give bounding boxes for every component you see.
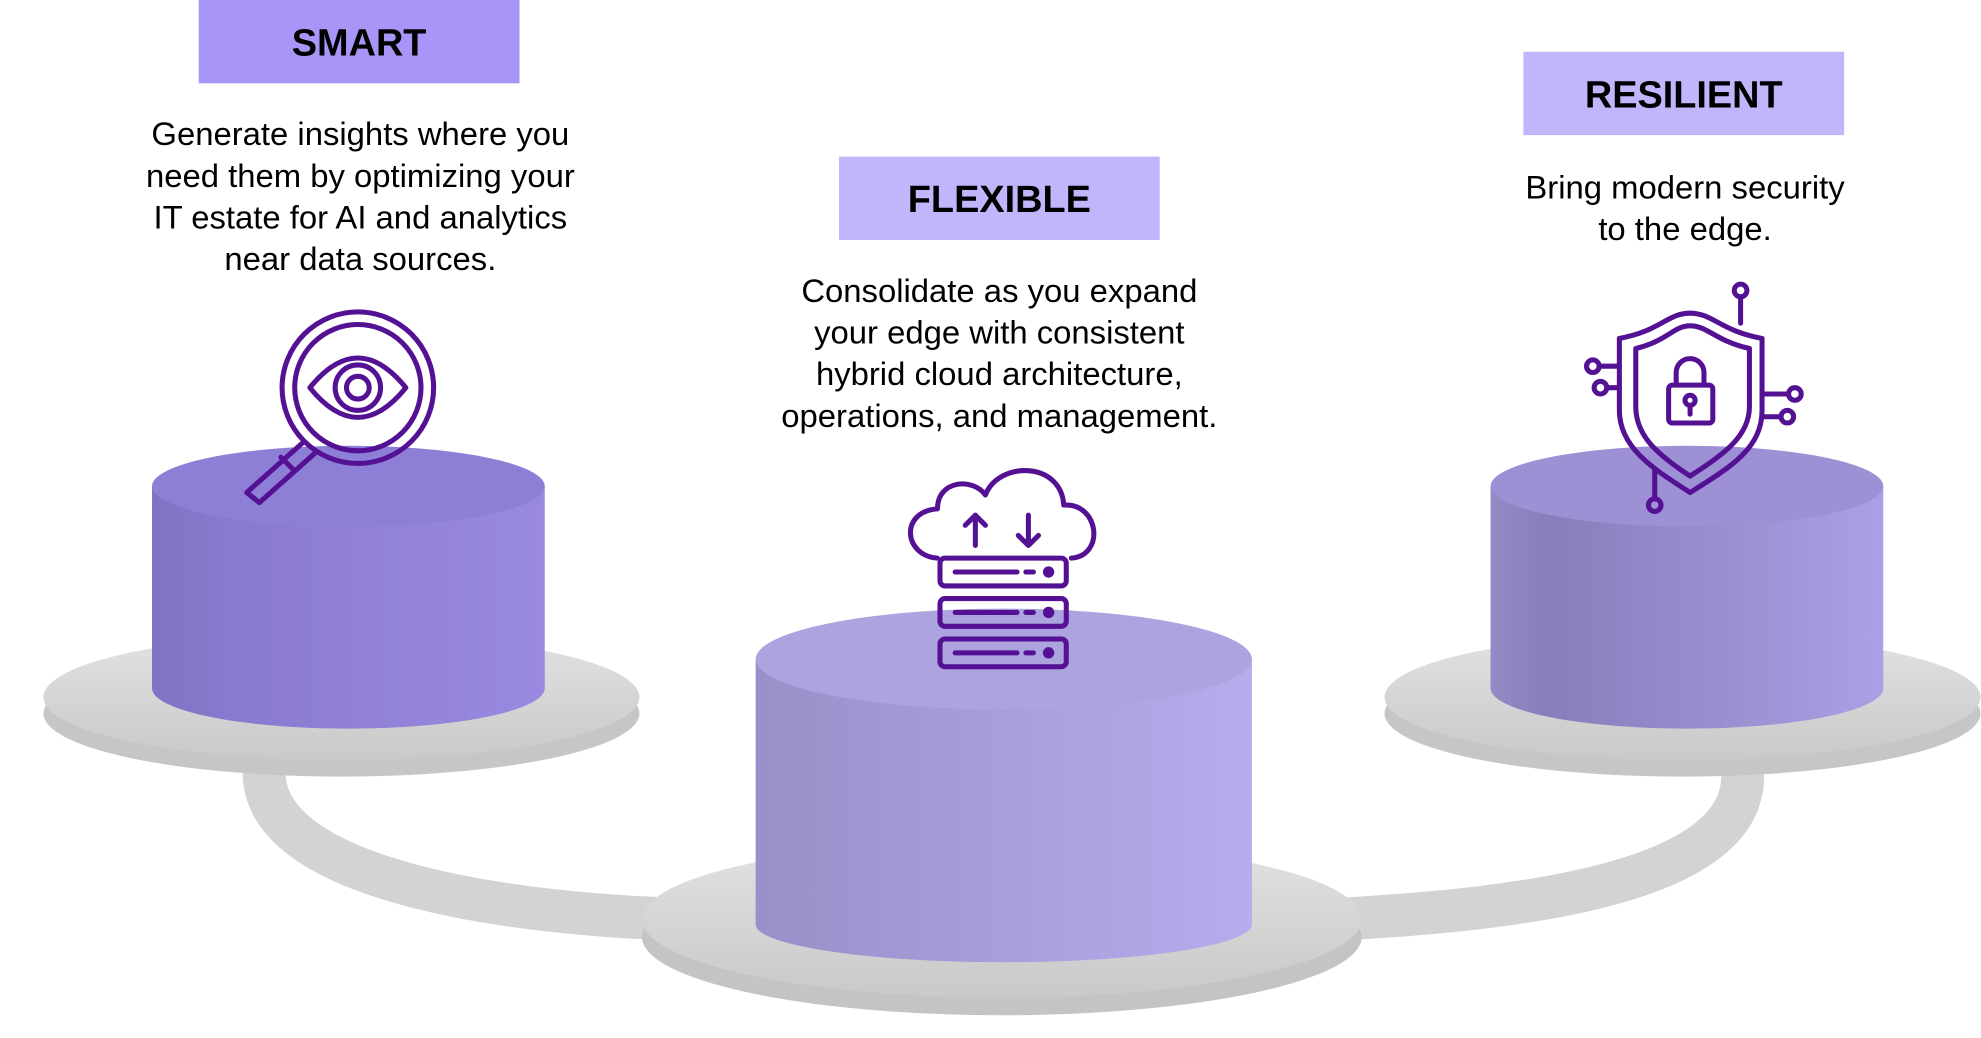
title-resilient: RESILIENT: [1585, 74, 1783, 116]
svg-text:need them by optimizing your: need them by optimizing your: [146, 157, 575, 194]
title-box-resilient: [1523, 51, 1845, 136]
svg-text:Generate insights where you: Generate insights where you: [151, 115, 569, 152]
svg-text:Bring modern security: Bring modern security: [1525, 168, 1845, 205]
svg-text:Consolidate as you expand: Consolidate as you expand: [801, 272, 1197, 309]
title-smart: SMART: [292, 23, 427, 65]
shield-lock-icon: [1584, 281, 1804, 514]
title-box-smart: [198, 0, 520, 84]
svg-text:operations, and management.: operations, and management.: [781, 397, 1217, 434]
svg-text:your edge with consistent: your edge with consistent: [814, 313, 1184, 350]
cloud-server-icon: [908, 468, 1097, 670]
platform-resilient: [1384, 445, 1981, 777]
platform-smart: [43, 445, 640, 777]
description-smart: Generate insights where you need them by…: [146, 115, 575, 277]
svg-text:to the edge.: to the edge.: [1598, 210, 1771, 247]
svg-text:near data sources.: near data sources.: [224, 240, 496, 277]
connector-ring: [242, 753, 1765, 941]
svg-text:hybrid cloud architecture,: hybrid cloud architecture,: [816, 355, 1183, 392]
title-flexible: FLEXIBLE: [908, 179, 1091, 221]
description-resilient: Bring modern security to the edge.: [1525, 168, 1845, 247]
description-flexible: Consolidate as you expand your edge with…: [781, 272, 1217, 434]
magnifier-eye-icon: [244, 309, 437, 506]
platform-flexible: [641, 608, 1362, 1016]
svg-text:IT estate for AI and analytics: IT estate for AI and analytics: [154, 199, 568, 236]
title-box-flexible: [838, 156, 1160, 240]
